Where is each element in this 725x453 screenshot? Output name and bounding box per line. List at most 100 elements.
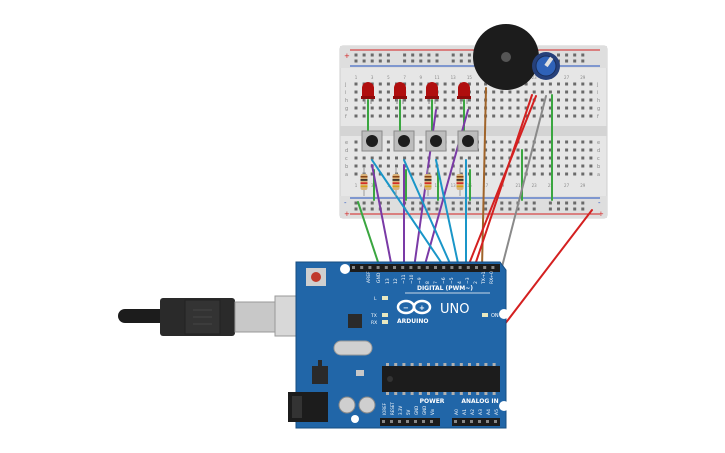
rail-hole xyxy=(565,53,569,57)
breadboard-hole xyxy=(548,106,552,110)
tx-led xyxy=(382,313,388,317)
wire-red[interactable] xyxy=(473,94,533,269)
digital-pin-label: ~9 xyxy=(417,277,423,284)
digital-pin-label: 12 xyxy=(393,278,399,284)
tx-led-label: TX xyxy=(370,313,377,319)
breadboard-hole xyxy=(435,98,439,102)
chip-pin xyxy=(410,392,414,395)
arduino-logo: − + xyxy=(396,299,432,315)
breadboard-hole xyxy=(565,140,569,144)
breadboard-hole xyxy=(532,148,536,152)
rail-hole xyxy=(411,207,415,211)
breadboard-hole xyxy=(370,156,374,160)
rail-hole xyxy=(484,201,488,205)
rail-hole xyxy=(459,59,463,63)
power-pin-label: 5V xyxy=(406,409,411,415)
row-letter: f xyxy=(597,114,599,120)
resistor[interactable] xyxy=(456,168,464,196)
breadboard-hole xyxy=(581,82,585,86)
breadboard-hole xyxy=(411,114,415,118)
pushbutton[interactable] xyxy=(425,130,447,152)
buzzer[interactable] xyxy=(473,24,539,90)
leds xyxy=(361,82,471,104)
breadboard-hole xyxy=(565,82,569,86)
rail-hole xyxy=(354,59,358,63)
analog-pin-label: A2 xyxy=(470,409,476,415)
breadboard-hole xyxy=(548,148,552,152)
breadboard-hole xyxy=(419,106,423,110)
rail-hole xyxy=(403,59,407,63)
breadboard-hole xyxy=(500,140,504,144)
breadboard-hole xyxy=(557,114,560,118)
breadboard-hole xyxy=(573,106,577,110)
breadboard-hole xyxy=(492,106,496,110)
breadboard-hole xyxy=(419,114,423,118)
chip-pin xyxy=(468,392,471,395)
breadboard-hole xyxy=(378,90,382,94)
digital-pin-label: ~11 xyxy=(401,274,407,284)
row-letter: h xyxy=(345,98,348,104)
header-pin xyxy=(409,266,413,269)
chip-pin xyxy=(468,363,471,366)
header-pin xyxy=(434,266,437,269)
breadboard-hole xyxy=(540,90,544,94)
column-number: 5 xyxy=(387,75,390,80)
breadboard-hole xyxy=(532,114,536,118)
breadboard-hole xyxy=(411,156,415,160)
breadboard-hole xyxy=(524,148,528,152)
breadboard-hole xyxy=(467,106,471,110)
wire-blue[interactable] xyxy=(435,159,460,269)
breadboard-hole xyxy=(378,82,382,86)
breadboard-hole xyxy=(451,156,455,160)
led[interactable] xyxy=(457,82,471,104)
column-number: 27 xyxy=(564,75,570,80)
breadboard-hole xyxy=(370,98,374,102)
row-letter: e xyxy=(345,140,348,146)
header-pin xyxy=(450,266,454,269)
column-number: 17 xyxy=(483,183,489,188)
breadboard-hole xyxy=(386,164,390,168)
digital-pin-label: RX←0 xyxy=(489,271,495,284)
breadboard-hole xyxy=(516,114,520,118)
chip-pin xyxy=(476,392,480,395)
breadboard-hole xyxy=(419,98,423,102)
breadboard-hole xyxy=(524,164,528,168)
breadboard-hole xyxy=(476,164,479,168)
row-letter: c xyxy=(345,156,348,162)
wire-purple[interactable] xyxy=(371,164,393,269)
led[interactable] xyxy=(425,82,439,104)
breadboard-hole xyxy=(354,106,358,110)
wire-blue[interactable] xyxy=(403,159,453,269)
led[interactable] xyxy=(393,82,407,104)
led[interactable] xyxy=(361,82,375,104)
breadboard-hole xyxy=(443,114,447,118)
rail-hole xyxy=(508,207,512,211)
chip-pin xyxy=(476,363,480,366)
potentiometer[interactable] xyxy=(532,52,560,80)
breadboard-hole xyxy=(581,90,585,94)
resistor[interactable] xyxy=(360,168,368,196)
header-pin xyxy=(376,266,380,269)
resistor[interactable] xyxy=(392,168,400,196)
resistor[interactable] xyxy=(424,168,432,196)
breadboard-hole xyxy=(548,156,552,160)
breadboard-hole xyxy=(435,82,439,86)
pushbutton[interactable] xyxy=(361,130,383,152)
pushbutton[interactable] xyxy=(393,130,415,152)
rail-hole xyxy=(354,207,358,211)
wire-brown[interactable] xyxy=(481,87,487,269)
rail-hole xyxy=(370,201,374,205)
chip-pin xyxy=(410,363,414,366)
reset-button-cap[interactable] xyxy=(311,272,321,282)
breadboard-hole xyxy=(508,164,512,168)
voltage-regulator xyxy=(312,366,328,384)
breadboard-hole xyxy=(565,156,569,160)
pushbutton[interactable] xyxy=(457,130,479,152)
breadboard-hole xyxy=(459,106,463,110)
breadboard-hole xyxy=(476,90,479,94)
wire-blue[interactable] xyxy=(371,159,446,269)
rail-hole xyxy=(427,53,431,57)
wire-green-gnd[interactable] xyxy=(357,201,381,269)
breadboard-hole xyxy=(378,106,382,110)
